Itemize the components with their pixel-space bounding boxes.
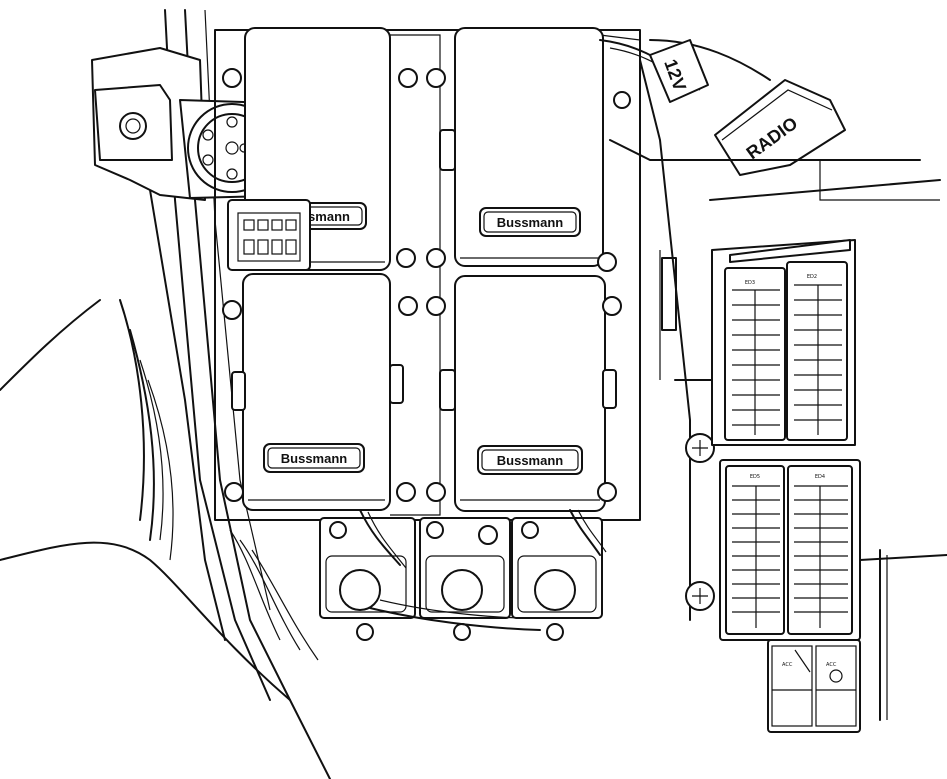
fuse-box-4: Bussmann bbox=[439, 275, 617, 512]
right-structure bbox=[609, 59, 947, 721]
lower-relays bbox=[319, 517, 603, 641]
relay-label-acc-2: ACC bbox=[826, 662, 837, 668]
fuse-box-3: Bussmann bbox=[231, 273, 404, 511]
radio-connector: RADIO bbox=[714, 79, 846, 176]
fuse-box-2: Bussmann bbox=[439, 27, 604, 267]
power-connector: 12V bbox=[649, 39, 709, 103]
fuse-box-3-brand: Bussmann bbox=[281, 451, 348, 466]
relay-label-acc-1: ACC bbox=[782, 662, 793, 668]
upper-fuse-panel: ED3 ED2 bbox=[711, 239, 856, 446]
fuse-box-2-brand: Bussmann bbox=[497, 215, 564, 230]
mounting-bracket bbox=[91, 47, 206, 201]
mounting-bolts bbox=[222, 68, 631, 502]
panel-ed4-header: ED4 bbox=[815, 474, 825, 480]
panel-ed3-header: ED3 bbox=[745, 280, 755, 286]
lower-fuse-panel: ED5 ED4 bbox=[719, 459, 861, 641]
bottom-relay-panel: ACC ACC bbox=[767, 639, 861, 733]
panel-ed2-header: ED2 bbox=[807, 274, 817, 280]
rect-connector bbox=[227, 199, 311, 271]
fuse-box-1-brand: smann bbox=[308, 209, 350, 224]
fuse-box-4-brand: Bussmann bbox=[497, 453, 564, 468]
panel-ed5-header: ED5 bbox=[750, 474, 760, 480]
